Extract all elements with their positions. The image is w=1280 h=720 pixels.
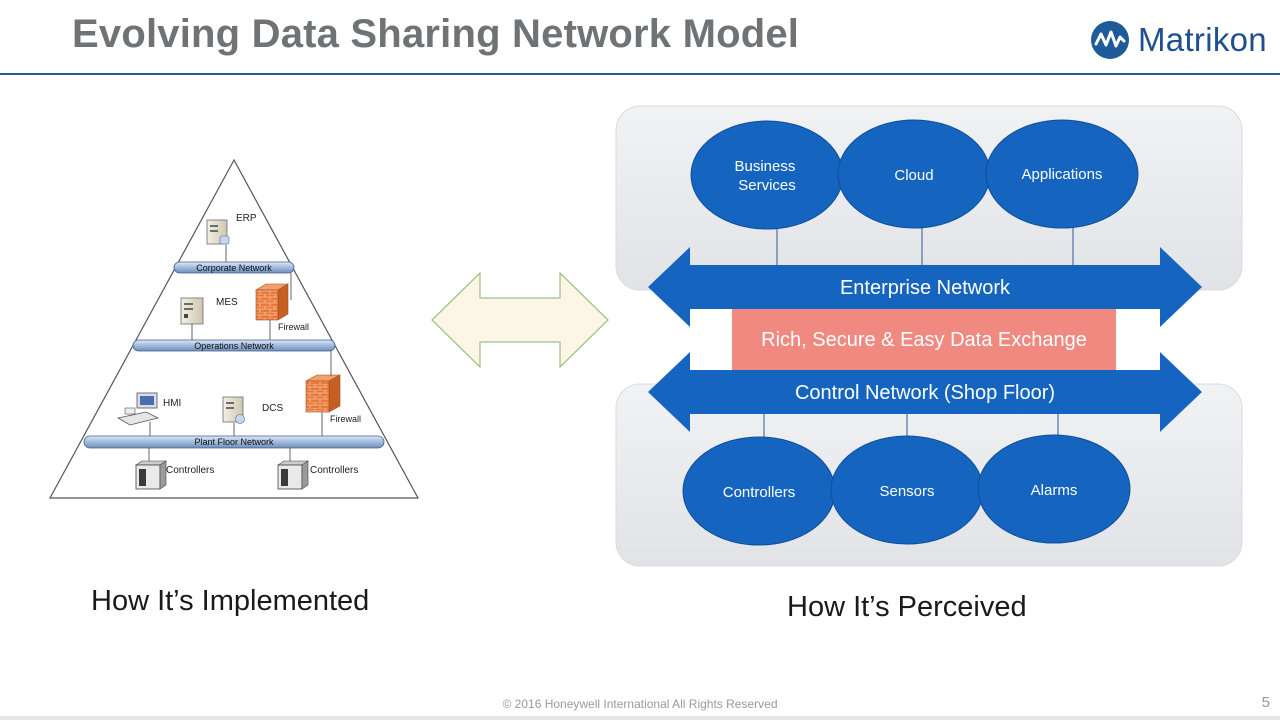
corporate-network-pipe	[173, 261, 295, 274]
applications-node	[985, 119, 1139, 229]
erp-label: ERP	[236, 213, 257, 224]
firewall-top-icon	[254, 283, 290, 321]
hmi-workstation-icon	[116, 392, 160, 426]
perceived-diagram: Business Services Cloud Applications Ric…	[615, 105, 1243, 567]
firewall-bottom-icon	[305, 374, 341, 413]
operations-network-label: Operations Network	[194, 341, 274, 351]
alarms-node-label: Alarms	[1031, 482, 1078, 499]
business-services-node	[690, 120, 844, 230]
controllers-node-label: Controllers	[723, 484, 796, 501]
alarms-node	[977, 434, 1131, 544]
slide-title: Evolving Data Sharing Network Model	[72, 12, 800, 56]
implemented-caption: How It’s Implemented	[91, 585, 370, 617]
controllers-right-label: Controllers	[310, 465, 358, 476]
business-services-label: Business Services	[734, 158, 799, 194]
operations-network-pipe	[132, 339, 336, 352]
double-arrow-icon	[431, 271, 609, 369]
control-network-arrow	[648, 352, 1202, 432]
plant-floor-network-pipe	[83, 435, 385, 449]
dcs-label: DCS	[262, 403, 283, 414]
enterprise-network-arrow	[648, 247, 1202, 327]
applications-label: Applications	[1022, 166, 1103, 183]
firewall-top-label: Firewall	[278, 322, 309, 332]
erp-server-icon	[206, 219, 230, 245]
data-exchange-label: Rich, Secure & Easy Data Exchange	[761, 329, 1087, 351]
plant-floor-network-label: Plant Floor Network	[194, 437, 274, 447]
logo-text: Matrikon	[1138, 21, 1267, 58]
controllers-right-icon	[277, 460, 309, 490]
data-exchange-box	[732, 306, 1116, 372]
mes-label: MES	[216, 297, 238, 308]
controllers-left-label: Controllers	[166, 465, 214, 476]
page-number: 5	[1261, 694, 1270, 711]
firewall-bottom-label: Firewall	[330, 414, 361, 424]
matrikon-logo: Matrikon	[1090, 18, 1267, 62]
cloud-label: Cloud	[894, 167, 933, 184]
hmi-label: HMI	[163, 398, 181, 409]
pyramid-diagram: ERP Corporate Network MES Firewall Opera…	[48, 158, 420, 499]
corporate-network-label: Corporate Network	[196, 263, 272, 273]
sensors-node-label: Sensors	[879, 483, 934, 500]
dcs-server-icon	[222, 396, 245, 424]
control-network-label: Control Network (Shop Floor)	[795, 382, 1055, 404]
bottom-divider	[0, 716, 1280, 720]
matrikon-logo-icon	[1091, 21, 1129, 59]
controllers-left-icon	[135, 460, 167, 490]
enterprise-network-label: Enterprise Network	[840, 277, 1011, 299]
copyright-footer: © 2016 Honeywell International All Right…	[502, 697, 778, 711]
mes-server-icon	[180, 297, 204, 325]
perceived-caption: How It’s Perceived	[787, 591, 1027, 623]
title-divider	[0, 73, 1280, 75]
